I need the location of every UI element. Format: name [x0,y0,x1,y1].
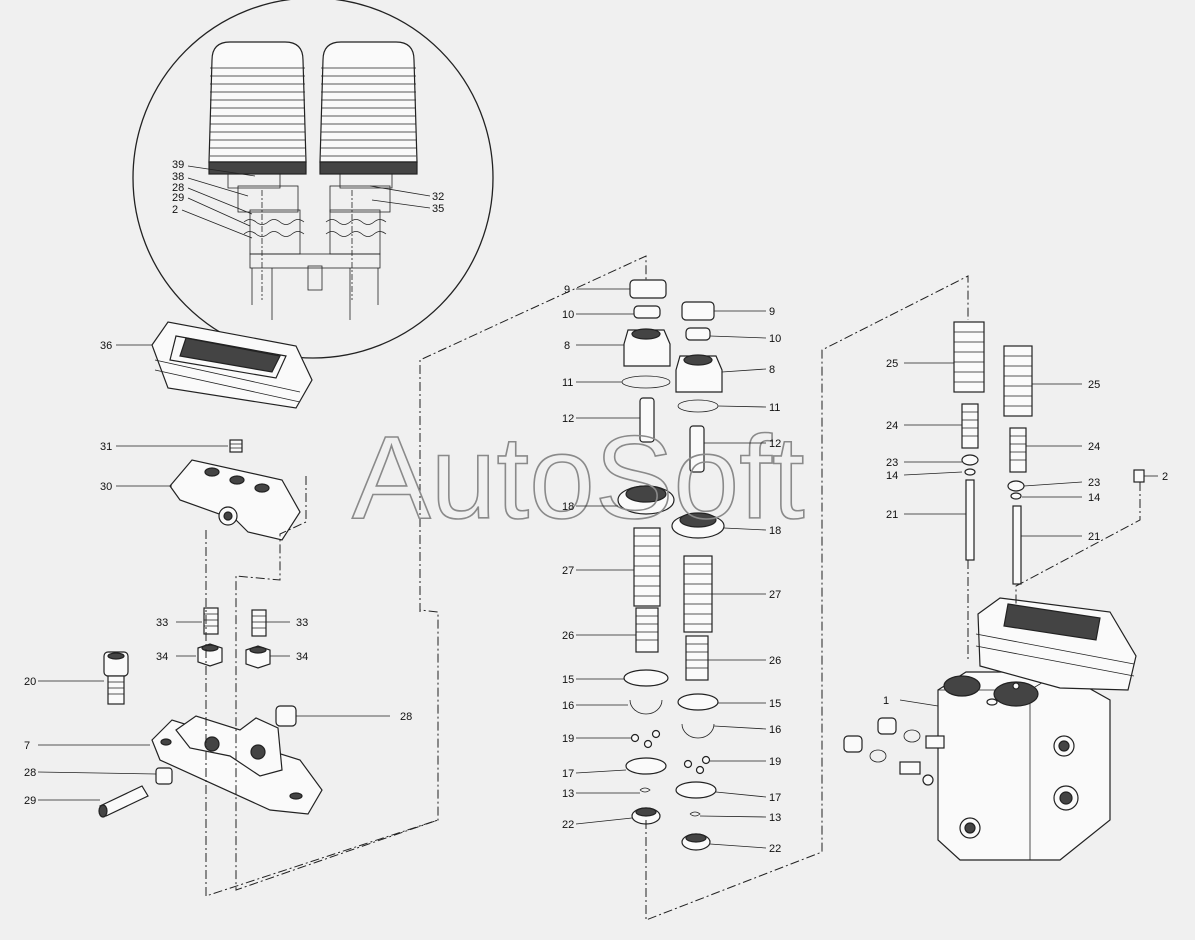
callout-26-right: 26 [769,655,781,667]
bolt-20 [103,651,129,705]
callout-11-left: 11 [562,377,573,389]
pedal-boot-right [319,41,418,175]
leader-lines [37,165,1158,849]
callout-12-left: 12 [562,413,574,425]
callout-11-right: 11 [769,402,780,414]
callout-16-right: 16 [769,724,781,736]
callout-15-right: 15 [769,698,781,710]
callout-15-left: 15 [562,674,574,686]
assembly-dashed-lines [205,255,1141,921]
callout-24-right: 24 [1088,441,1100,453]
watermark-text: AutoSoft [352,412,805,544]
nuts-34 [197,643,271,669]
callout-2-detail: 2 [172,204,178,216]
callout-33-right: 33 [296,617,308,629]
callout-34-left: 34 [156,651,168,663]
callout-18-left: 18 [562,501,574,513]
callout-23-right: 23 [1088,477,1100,489]
callout-13-left: 13 [562,788,574,800]
callout-9-right: 9 [769,306,775,318]
detail-circle [132,0,494,359]
callout-25-right: 25 [1088,379,1100,391]
center-stack-right [671,301,725,851]
callout-28-bushing: 28 [400,711,412,723]
callout-13-right: 13 [769,812,781,824]
callout-14-right: 14 [1088,492,1100,504]
callout-26-left: 26 [562,630,574,642]
pedal-boot-left [208,41,307,175]
callout-12-right: 12 [769,438,781,450]
valve-body-1 [937,597,1137,861]
right-stack [953,321,1145,585]
port-fittings [843,717,945,786]
callout-35: 35 [432,203,444,215]
callout-23-left: 23 [886,457,898,469]
callout-2-plug: 2 [1162,471,1168,483]
callout-10-right: 10 [769,333,781,345]
callout-16-left: 16 [562,700,574,712]
callout-27-right: 27 [769,589,781,601]
callout-34-right: 34 [296,651,308,663]
callout-29-pin: 29 [24,795,36,807]
callout-22-left: 22 [562,819,574,831]
callout-38: 38 [172,171,184,183]
callout-labels: 39 38 28 29 2 32 35 36 31 30 33 34 33 34… [24,159,1168,855]
callout-33-left: 33 [156,617,168,629]
callout-27-left: 27 [562,565,574,577]
callout-17-left: 17 [562,768,574,780]
callout-30: 30 [100,481,112,493]
callout-8-right: 8 [769,364,775,376]
callout-25-left: 25 [886,358,898,370]
callout-31: 31 [100,441,112,453]
callout-14-left: 14 [886,470,898,482]
callout-1: 1 [883,695,889,707]
bracket-7 [151,715,323,815]
callout-21-left: 21 [886,509,898,521]
callout-8-left: 8 [564,340,570,352]
callout-22-right: 22 [769,843,781,855]
callout-7: 7 [24,740,30,752]
callout-39: 39 [172,159,184,171]
callout-19-right: 19 [769,756,781,768]
bushing-28-top [275,705,297,727]
dust-boot-36 [151,321,313,409]
callout-28-lower: 28 [24,767,36,779]
callout-29-detail: 29 [172,192,184,204]
cam-plate-30 [169,459,301,541]
pin-29 [98,785,149,818]
center-stack-left [617,279,675,825]
springs-33 [203,607,267,637]
callout-24-left: 24 [886,420,898,432]
screw-31 [229,439,243,453]
callout-28-detail: 28 [172,182,184,194]
callout-19-left: 19 [562,733,574,745]
bushing-28-lower [155,767,173,785]
callout-32: 32 [432,191,444,203]
callout-9-left: 9 [564,284,570,296]
callout-21-right: 21 [1088,531,1100,543]
callout-18-right: 18 [769,525,781,537]
callout-17-right: 17 [769,792,781,804]
callout-20: 20 [24,676,36,688]
callout-36: 36 [100,340,112,352]
callout-10-left: 10 [562,309,574,321]
